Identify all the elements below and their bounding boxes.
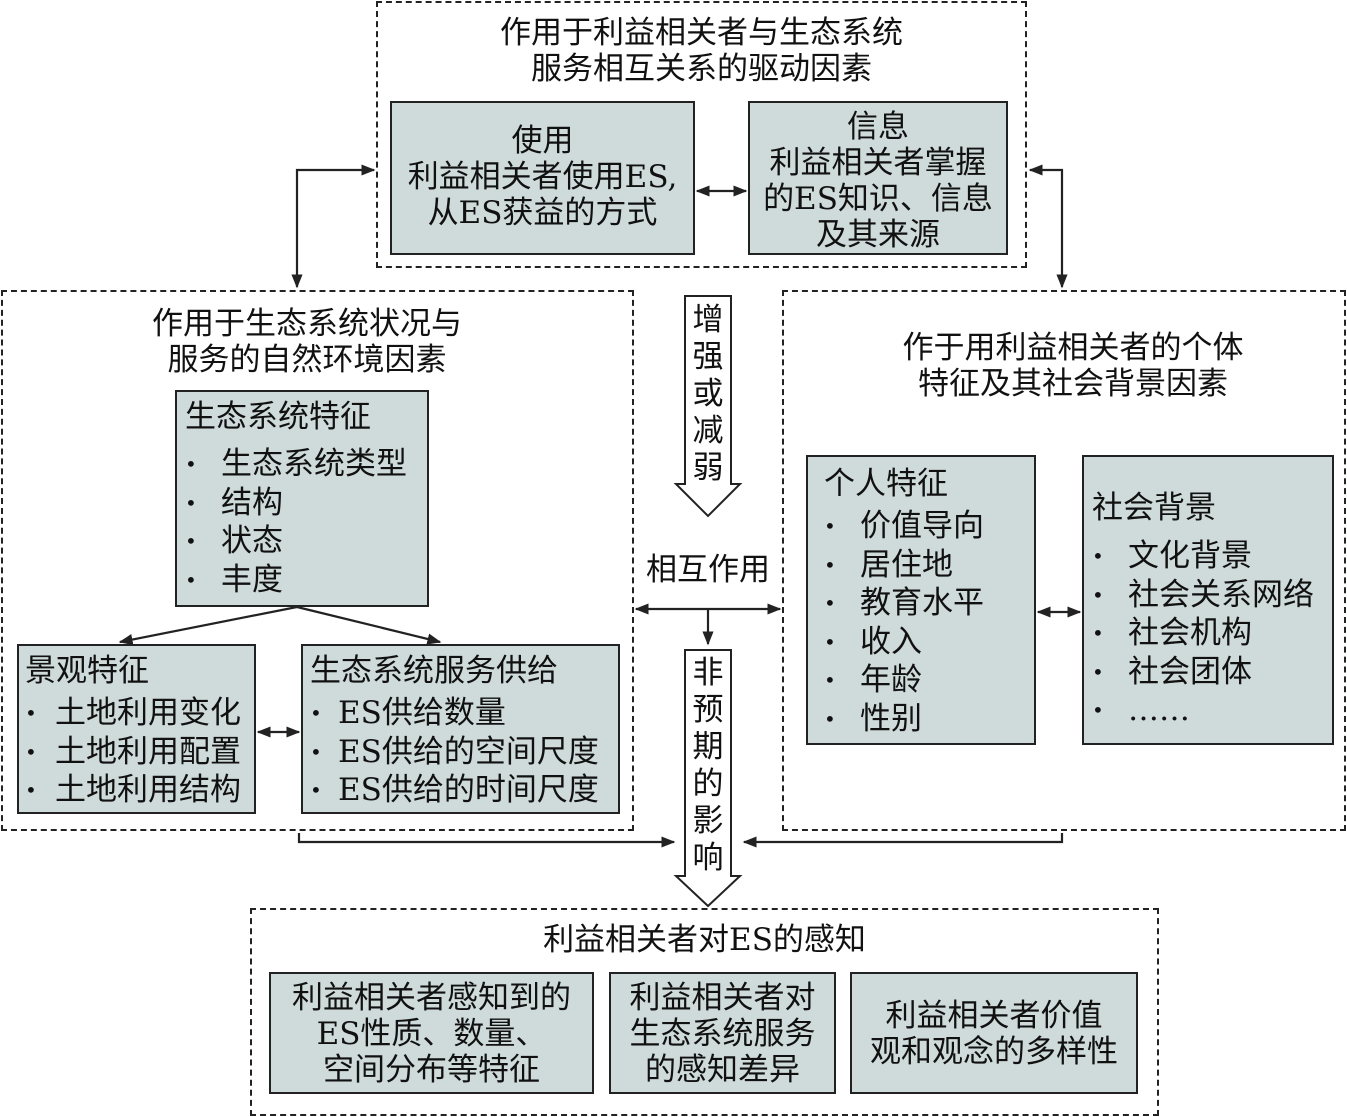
list-item: ES供给数量 [310, 694, 599, 733]
es-supply-box: 生态系统服务供给 ES供给数量 ES供给的空间尺度 ES供给的时间尺度 [301, 644, 620, 814]
list-item: 土地利用结构 [25, 771, 241, 810]
landscape-features-heading: 景观特征 [25, 653, 149, 689]
perceived-features-text: 利益相关者感知到的 ES性质、数量、 空间分布等特征 [292, 980, 571, 1088]
personal-features-heading: 个人特征 [824, 466, 948, 502]
social-factors-group [782, 290, 1346, 831]
arrow-social-to-perception [742, 833, 1064, 848]
list-item: …… [1092, 691, 1314, 730]
list-item: 年龄 [824, 661, 984, 700]
landscape-features-box: 景观特征 土地利用变化 土地利用配置 土地利用结构 [17, 644, 256, 814]
landscape-features-list: 土地利用变化 土地利用配置 土地利用结构 [25, 694, 241, 810]
use-box: 使用 利益相关者使用ES, 从ES获益的方式 [390, 101, 695, 255]
unexpected-hollow-arrow [673, 649, 743, 908]
natural-factors-group [1, 290, 634, 831]
perception-title: 利益相关者对ES的感知 [543, 922, 866, 958]
arrow-drivers-natural [291, 164, 376, 289]
value-diversity-text: 利益相关者价值 观和观念的多样性 [870, 998, 1118, 1070]
social-factors-title: 作于用利益相关者的个体 特征及其社会背景因素 [902, 330, 1244, 402]
list-item: 性别 [824, 700, 984, 739]
list-item: 丰度 [185, 561, 407, 600]
list-item: 文化背景 [1092, 537, 1314, 576]
enhance-weaken-label: 增强或减弱 [692, 302, 724, 486]
list-item: 收入 [824, 623, 984, 662]
list-item: 社会机构 [1092, 614, 1314, 653]
es-supply-heading: 生态系统服务供给 [310, 653, 558, 689]
info-box: 信息 利益相关者掌握 的ES知识、信息 及其来源 [748, 101, 1008, 255]
list-item: 土地利用配置 [25, 733, 241, 772]
social-background-heading: 社会背景 [1092, 490, 1216, 526]
social-background-box: 社会背景 文化背景 社会关系网络 社会机构 社会团体 …… [1082, 455, 1334, 745]
es-supply-list: ES供给数量 ES供给的空间尺度 ES供给的时间尺度 [310, 694, 599, 810]
list-item: ES供给的时间尺度 [310, 771, 599, 810]
list-item: 价值导向 [824, 507, 984, 546]
list-item: 状态 [185, 522, 407, 561]
personal-features-list: 价值导向 居住地 教育水平 收入 年龄 性别 [824, 507, 984, 738]
list-item: 社会团体 [1092, 653, 1314, 692]
list-item: 生态系统类型 [185, 445, 407, 484]
list-item: 社会关系网络 [1092, 576, 1314, 615]
unexpected-influence-label: 非预期的影响 [692, 655, 724, 876]
ecosystem-features-list: 生态系统类型 结构 状态 丰度 [185, 445, 407, 599]
perception-difference-text: 利益相关者对 生态系统服务 的感知差异 [629, 980, 816, 1088]
list-item: 结构 [185, 484, 407, 523]
ecosystem-features-box: 生态系统特征 生态系统类型 结构 状态 丰度 [175, 390, 429, 607]
arrow-eco-supply [296, 605, 442, 645]
natural-factors-title: 作用于生态系统状况与 服务的自然环境因素 [152, 306, 462, 378]
enhance-hollow-arrow [673, 295, 743, 518]
personal-features-box: 个人特征 价值导向 居住地 教育水平 收入 年龄 性别 [806, 455, 1036, 745]
value-diversity-box: 利益相关者价值 观和观念的多样性 [850, 972, 1138, 1094]
perception-group [250, 908, 1159, 1116]
use-box-text: 使用 利益相关者使用ES, 从ES获益的方式 [407, 123, 678, 231]
interaction-label: 相互作用 [646, 552, 770, 588]
list-item: 居住地 [824, 546, 984, 585]
arrow-natural-to-perception [297, 833, 676, 848]
arrow-eco-landscape [118, 605, 298, 646]
social-background-list: 文化背景 社会关系网络 社会机构 社会团体 …… [1092, 537, 1314, 730]
ecosystem-features-heading: 生态系统特征 [185, 399, 371, 435]
perception-difference-box: 利益相关者对 生态系统服务 的感知差异 [609, 972, 836, 1094]
info-box-text: 信息 利益相关者掌握 的ES知识、信息 及其来源 [763, 109, 993, 253]
perceived-features-box: 利益相关者感知到的 ES性质、数量、 空间分布等特征 [269, 972, 594, 1094]
list-item: 土地利用变化 [25, 694, 241, 733]
drivers-group [376, 1, 1027, 268]
arrow-drivers-social [1028, 164, 1068, 289]
list-item: ES供给的空间尺度 [310, 733, 599, 772]
drivers-group-title: 作用于利益相关者与生态系统 服务相互关系的驱动因素 [500, 15, 903, 87]
list-item: 教育水平 [824, 584, 984, 623]
